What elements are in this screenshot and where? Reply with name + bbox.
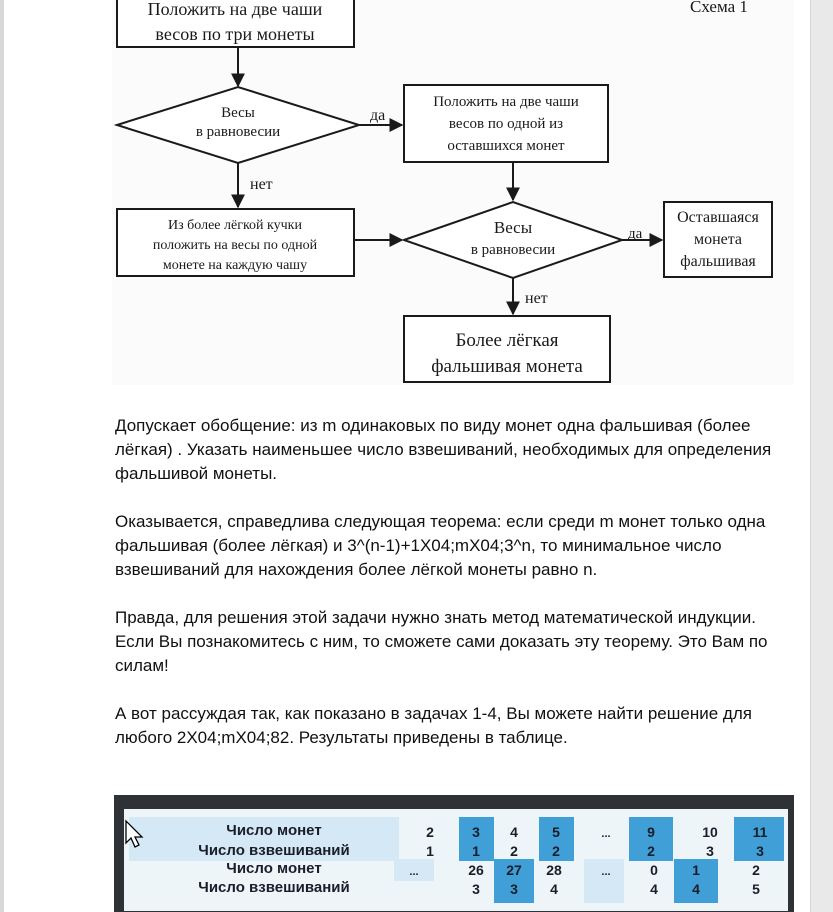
diamond1-line-1: Весы (221, 105, 255, 121)
top-weighing-cell: 3 (706, 843, 714, 859)
top-coin-cell: 4 (510, 824, 518, 840)
lighter-pile-box (116, 208, 355, 277)
bottom-coin-cell: ... (409, 866, 418, 878)
article-body: Допускает обобщение: из m одинаковых по … (115, 414, 795, 774)
mouse-cursor-icon (125, 819, 144, 848)
top-coin-cell: 9 (647, 824, 655, 840)
bottom-weighing-cell: 4 (692, 881, 700, 897)
window-scrollbar-track[interactable] (810, 0, 833, 912)
decision-diamond-2 (400, 200, 626, 280)
bottom-coin-cell: 27 (506, 862, 522, 878)
bottom-coin-cell: 2 (752, 862, 760, 878)
top-weighing-cell: 3 (756, 843, 764, 859)
top-coin-cell: 2 (426, 824, 434, 840)
no-label-1: нет (250, 176, 273, 193)
row-label-weighings-bottom: Число взвешиваний (198, 879, 349, 896)
paragraph-induction: Правда, для решения этой задачи нужно зн… (115, 608, 768, 675)
lighter-pile-line-3: монете на каждую чашу (163, 258, 307, 273)
remaining-coin-box (663, 201, 773, 278)
diamond1-line-2: в равновесии (196, 124, 280, 140)
diamond2-line-1: Весы (494, 218, 533, 237)
row-label-weighings-top: Число взвешиваний (198, 842, 349, 859)
top-label-highlight (129, 817, 399, 861)
remaining-line-3: фальшивая (680, 253, 756, 270)
bottom-weighing-cell: 4 (550, 881, 558, 897)
bottom-weighing-cell: 3 (472, 881, 480, 897)
top-weighing-cell: 2 (552, 843, 560, 859)
flowchart-scheme: Схема 1 Положить на две чаши весов по тр… (112, 0, 794, 385)
row-label-coins-bottom: Число монет (226, 860, 321, 877)
col-5-highlight (539, 817, 574, 861)
lighter-pile-line-1: Из более лёгкой кучки (168, 218, 302, 233)
paragraph-generalization: Допускает обобщение: из m одинаковых по … (115, 416, 772, 483)
top-coin-cell: 5 (552, 824, 560, 840)
paragraph-theorem: Оказывается, справедлива следующая теоре… (115, 512, 766, 579)
bottom-weighing-cell: 3 (510, 881, 518, 897)
col-27-highlight (494, 859, 534, 903)
top-coin-cell: 11 (753, 824, 768, 840)
top-coin-cell: ... (601, 828, 610, 840)
col-9-highlight (629, 817, 673, 861)
remaining-line-1: Оставшаяся (677, 209, 759, 226)
top-weighing-cell: 1 (426, 843, 434, 859)
col-3-highlight (459, 817, 494, 861)
bottom-coin-cell: 28 (546, 862, 562, 878)
bottom-ellipsis-highlight (394, 859, 434, 881)
top-coins-row: 2 3 4 5... 9 10 11 (426, 824, 768, 840)
top-weighing-cell: 2 (510, 843, 518, 859)
results-table-photo: Число монет Число взвешиваний Число моне… (114, 795, 794, 912)
lighter-pile-line-2: положить на весы по одной (153, 238, 318, 253)
result-line-1: Более лёгкая (455, 330, 558, 351)
row-label-coins-top: Число монет (226, 822, 321, 839)
result-line-2: фальшивая монета (431, 356, 583, 377)
yes-label-2: да (628, 226, 643, 242)
start-box-line-1: Положить на две чаши (148, 0, 323, 19)
bottom-weighing-cell: 5 (752, 881, 760, 897)
bottom-coin-cell: 1 (692, 862, 700, 878)
bottom-coin-cell: 0 (650, 862, 658, 878)
document-page: Схема 1 Положить на две чаши весов по тр… (4, 0, 810, 912)
window-left-edge (0, 0, 4, 912)
bottom-coin-cell: 26 (468, 862, 484, 878)
result-box (403, 315, 611, 383)
col-bottom-1-highlight (674, 859, 718, 903)
top-coin-cell: 10 (702, 824, 718, 840)
bottom-coin-cell: ... (601, 866, 610, 878)
no-label-2: нет (525, 290, 548, 307)
one-each-line-1: Положить на две чаши (433, 94, 579, 110)
yes-label-1: да (370, 107, 385, 124)
top-weighing-cell: 1 (472, 843, 480, 859)
scheme-caption: Схема 1 (690, 0, 748, 16)
start-box (116, 0, 355, 48)
top-coin-cell: 3 (472, 824, 480, 840)
remaining-line-2: монета (694, 231, 742, 248)
bottom-coins-row: ... 26 27 28... 0 1 2 (409, 862, 760, 878)
col-11-highlight (734, 817, 784, 861)
top-weighing-cell: 2 (647, 843, 655, 859)
start-box-line-2: весов по три монеты (155, 24, 314, 44)
top-weighings-row: 1 1 2 2 2 3 3 (426, 843, 764, 859)
one-each-line-2: весов по одной из (449, 116, 563, 132)
paragraph-results: А вот рассуждая так, как показано в зада… (115, 704, 752, 747)
one-each-line-3: оставшихся монет (447, 138, 565, 154)
bottom-weighings-row: 3 3 4 4 4 5 (472, 881, 760, 897)
bottom-ellipsis2-highlight (584, 859, 624, 903)
bottom-weighing-cell: 4 (650, 881, 658, 897)
diamond2-line-2: в равновесии (471, 242, 555, 258)
one-each-box (403, 84, 609, 163)
